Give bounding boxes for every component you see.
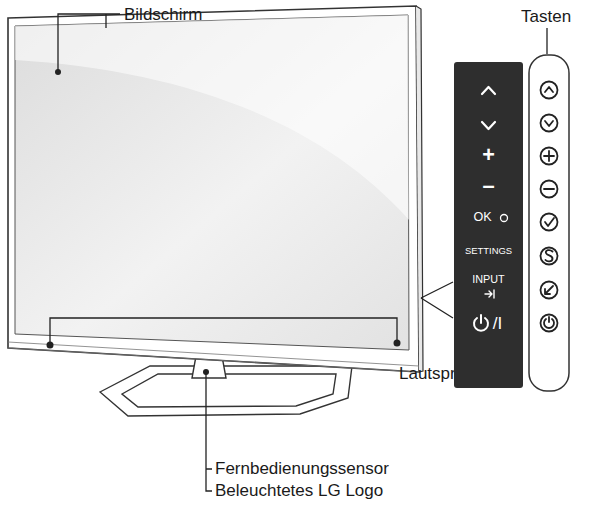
button-icons (541, 82, 558, 332)
tv-frame (8, 6, 423, 372)
button-label: − (454, 176, 523, 198)
button-label: INPUT (454, 274, 523, 285)
sensor-label: Fernbedienungssensor (215, 460, 389, 477)
button-label: SETTINGS (454, 246, 523, 255)
buttons-label: Tasten (521, 8, 571, 25)
button-column (529, 55, 569, 391)
leader-lines (50, 14, 547, 491)
button-label: + (454, 144, 523, 166)
leader-dots (47, 69, 401, 375)
panel-glyphs (454, 62, 523, 388)
panel-icons (474, 87, 508, 331)
screen-label: Bildschirm (124, 6, 202, 23)
button-label: OK (448, 211, 517, 224)
logo-label: Beleuchtetes LG Logo (215, 482, 383, 499)
control-panel: +−OKSETTINGSINPUT/I (454, 62, 523, 388)
button-label: /I (463, 315, 532, 332)
